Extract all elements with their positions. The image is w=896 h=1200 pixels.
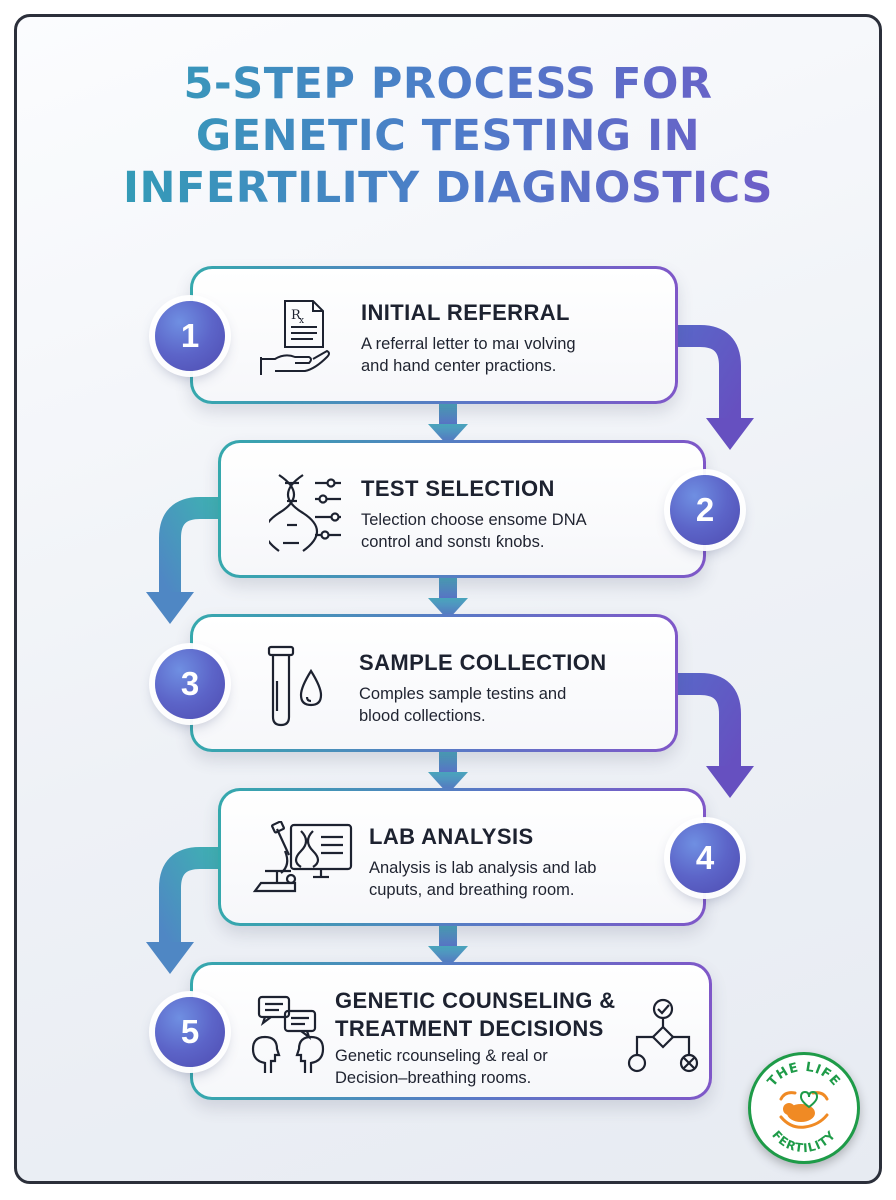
step-desc-2-line-2: control and sonstı ƙnobs. <box>361 533 545 551</box>
the-life-fertility-logo: THE LIFE FERTILITY <box>748 1052 860 1164</box>
step-badge-1: 1 <box>155 301 225 371</box>
step-title-4: LAB ANALYSIS <box>369 823 534 851</box>
step-card-3: SAMPLE COLLECTION Comples sample testins… <box>190 614 678 752</box>
logo-bottom-text: FERTILITY <box>769 1128 837 1155</box>
svg-text:R: R <box>291 308 302 323</box>
page-title: 5-STEP PROCESS FOR GENETIC TESTING IN IN… <box>0 58 896 214</box>
down-arrow-3-4 <box>428 752 468 794</box>
down-arrow-4-5 <box>428 926 468 968</box>
curved-arrow-right-3 <box>678 673 754 798</box>
svg-text:THE LIFE: THE LIFE <box>765 1060 843 1090</box>
step-badge-2: 2 <box>670 475 740 545</box>
step-card-4: LAB ANALYSIS Analysis is lab analysis an… <box>218 788 706 926</box>
logo-emblem-icon: THE LIFE FERTILITY <box>765 1060 843 1155</box>
step-title-3-line-1: SAMPLE COLLECTION <box>359 650 607 675</box>
step-card-2: TEST SELECTION Telection choose ensome D… <box>218 440 706 578</box>
down-arrow-2-3 <box>428 578 468 620</box>
step-badge-5: 5 <box>155 997 225 1067</box>
step-title-2-line-1: TEST SELECTION <box>361 476 555 501</box>
svg-text:FERTILITY: FERTILITY <box>769 1128 838 1155</box>
step-desc-1: A referral letter to maı volving and han… <box>361 333 661 377</box>
step-card-1: R x INITIAL REFERRAL A referral letter t… <box>190 266 678 404</box>
curved-arrow-left-2 <box>146 497 220 624</box>
step-title-3: SAMPLE COLLECTION <box>359 649 607 677</box>
step-card-5: GENETIC COUNSELING & TREATMENT DECISIONS… <box>190 962 712 1100</box>
step-desc-1-line-2: and hand center practions. <box>361 357 557 375</box>
test-tube-drop-icon <box>267 645 323 727</box>
step-desc-4: Analysis is lab analysis and lab cuputs,… <box>369 857 669 901</box>
step-desc-4-line-1: Analysis is lab analysis and lab <box>369 859 597 877</box>
step-badge-4: 4 <box>670 823 740 893</box>
title-line-1: 5-STEP PROCESS FOR <box>0 58 896 110</box>
step-desc-5-line-2: Decision–breathing rooms. <box>335 1069 532 1087</box>
step-desc-5-line-1: Genetic rcounseling & real or <box>335 1047 548 1065</box>
curved-arrow-right-1 <box>678 325 754 450</box>
title-line-2: GENETIC TESTING IN <box>0 110 896 162</box>
logo-top-text: THE LIFE <box>765 1060 842 1090</box>
step-desc-5: Genetic rcounseling & real or Decision–b… <box>335 1045 635 1089</box>
microscope-monitor-icon <box>252 821 353 893</box>
step-title-1-line-1: INITIAL REFERRAL <box>361 300 570 325</box>
svg-text:x: x <box>299 316 304 326</box>
step-title-4-line-1: LAB ANALYSIS <box>369 824 534 849</box>
step-title-5-line-2: TREATMENT DECISIONS <box>335 1016 604 1041</box>
step-title-5: GENETIC COUNSELING & TREATMENT DECISIONS <box>335 987 616 1043</box>
step-desc-3: Comples sample testins and blood collect… <box>359 683 659 727</box>
curved-arrow-left-4 <box>146 847 220 974</box>
counseling-heads-icon <box>251 995 325 1073</box>
title-line-3: INFERTILITY DIAGNOSTICS <box>0 162 896 214</box>
prescription-hand-icon: R x <box>260 300 330 375</box>
step-desc-1-line-1: A referral letter to maı volving <box>361 335 576 353</box>
step-title-5-line-1: GENETIC COUNSELING & <box>335 988 616 1013</box>
step-desc-3-line-2: blood collections. <box>359 707 486 725</box>
step-desc-3-line-1: Comples sample testins and <box>359 685 567 703</box>
dna-sliders-icon <box>269 474 341 552</box>
decision-tree-icon <box>627 998 699 1073</box>
step-title-1: INITIAL REFERRAL <box>361 299 570 327</box>
step-desc-2-line-1: Telection choose ensome DNA <box>361 511 587 529</box>
step-badge-3: 3 <box>155 649 225 719</box>
step-desc-2: Telection choose ensome DNA control and … <box>361 509 661 553</box>
down-arrow-1-2 <box>428 404 468 446</box>
step-title-2: TEST SELECTION <box>361 475 555 503</box>
step-desc-4-line-2: cuputs, and breathing room. <box>369 881 575 899</box>
